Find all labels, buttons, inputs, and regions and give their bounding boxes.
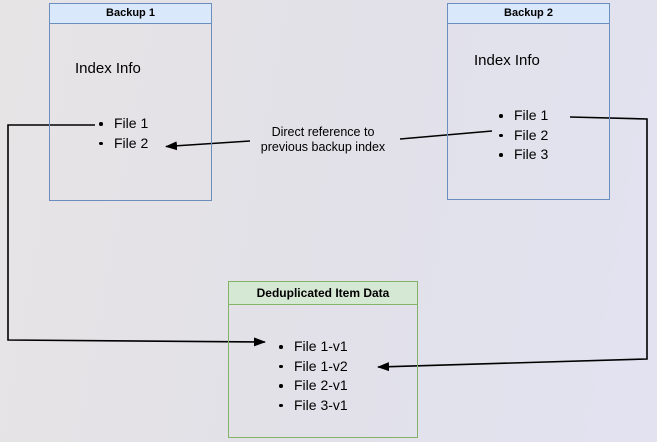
list-item-file: File 1-v2 (279, 357, 348, 377)
node-backup-2: Backup 2 Index Info File 1 File 2 File 3 (447, 3, 610, 200)
backup2-file-list: File 1 File 2 File 3 (499, 106, 548, 165)
node-backup-2-title: Backup 2 (504, 7, 553, 20)
list-item-file: File 2 (99, 134, 148, 154)
node-dedup-title: Deduplicated Item Data (256, 285, 390, 300)
reference-annotation: Direct reference to previous backup inde… (243, 125, 403, 155)
list-item-file: File 2-v1 (279, 376, 348, 396)
reference-annotation-line1: Direct reference to (271, 125, 375, 139)
node-backup-1: Backup 1 Index Info File 1 File 2 (49, 3, 212, 201)
list-item-file: File 3-v1 (279, 396, 348, 416)
list-item-file: File 1 (99, 114, 148, 134)
node-deduplicated-item-data: Deduplicated Item Data File 1-v1 File 1-… (228, 281, 418, 438)
list-item-file: File 3 (499, 145, 548, 165)
list-item-file: File 1 (499, 106, 548, 126)
reference-annotation-line2: previous backup index (260, 140, 386, 154)
backup1-index-info-label: Index Info (75, 60, 141, 77)
backup2-index-info-label: Index Info (474, 52, 540, 69)
node-dedup-header: Deduplicated Item Data (229, 282, 417, 305)
node-backup-1-header: Backup 1 (50, 4, 211, 24)
node-backup-1-title: Backup 1 (106, 7, 155, 20)
dedup-file-list: File 1-v1 File 1-v2 File 2-v1 File 3-v1 (279, 337, 348, 415)
node-backup-2-header: Backup 2 (448, 4, 609, 24)
list-item-file: File 1-v1 (279, 337, 348, 357)
list-item-file: File 2 (499, 126, 548, 146)
backup1-file-list: File 1 File 2 (99, 114, 148, 153)
